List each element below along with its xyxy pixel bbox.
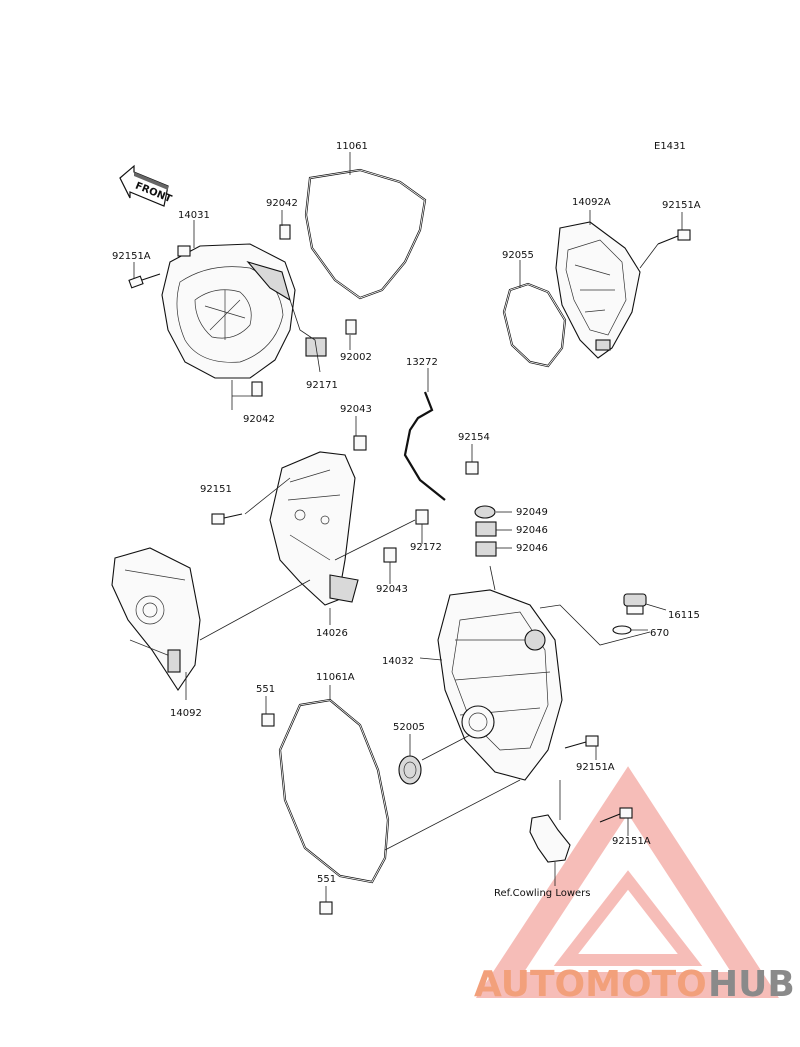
label-92055: 92055 — [502, 250, 534, 261]
label-11061A: 11061A — [316, 672, 355, 683]
watermark-text: AUTOMOTO HUB — [474, 964, 795, 1005]
watermark-brand-hub: HUB — [708, 964, 795, 1005]
label-92046-b: 92046 — [516, 543, 548, 554]
part-670-oring — [612, 625, 632, 635]
part-14032-cover — [437, 589, 563, 781]
label-92171: 92171 — [306, 380, 338, 391]
label-14092: 14092 — [170, 708, 202, 719]
label-551-top: 551 — [256, 684, 275, 695]
label-92172: 92172 — [410, 542, 442, 553]
part-13272-gasket — [403, 391, 446, 501]
label-14026: 14026 — [316, 628, 348, 639]
part-92055-gasket — [502, 282, 567, 368]
diagram-code: E1431 — [654, 141, 686, 152]
part-14026-cover — [269, 451, 359, 606]
label-551-bottom: 551 — [317, 874, 336, 885]
label-92151A-left: 92151A — [112, 251, 151, 262]
label-14092A: 14092A — [572, 197, 611, 208]
label-ref-cowling-lowers: Ref.Cowling Lowers — [494, 888, 591, 899]
label-670: 670 — [650, 628, 669, 639]
label-52005: 52005 — [393, 722, 425, 733]
label-92151A-low: 92151A — [612, 836, 651, 847]
label-92002: 92002 — [340, 352, 372, 363]
part-14092A-cover — [555, 221, 641, 359]
part-labels: 11061 14031 92042 92151A 92002 92171 920… — [112, 141, 701, 899]
label-13272: 13272 — [406, 357, 438, 368]
part-52005 — [398, 755, 422, 785]
label-92151A-mid: 92151A — [576, 762, 615, 773]
part-14031-cover — [161, 243, 296, 379]
small-hardware — [128, 224, 691, 915]
part-16115-plug — [623, 593, 647, 615]
label-14031: 14031 — [178, 210, 210, 221]
label-11061: 11061 — [336, 141, 368, 152]
label-92049: 92049 — [516, 507, 548, 518]
watermark-triangle-inner — [553, 870, 703, 966]
leader-lines — [133, 152, 683, 902]
label-92043-top: 92043 — [340, 404, 372, 415]
watermark-triangle-outer — [475, 766, 779, 998]
label-92046-a: 92046 — [516, 525, 548, 536]
part-14092-cover — [111, 547, 201, 691]
front-arrow-icon: FRONT — [119, 164, 173, 207]
label-92151: 92151 — [200, 484, 232, 495]
part-cowling-bracket — [529, 814, 571, 863]
part-11061A-gasket — [278, 698, 390, 884]
label-92042-top: 92042 — [266, 198, 298, 209]
watermark-brand-automoto: AUTOMOTO — [474, 964, 707, 1005]
label-92154: 92154 — [458, 432, 490, 443]
label-92043-bottom: 92043 — [376, 584, 408, 595]
part-11061-gasket — [304, 168, 427, 300]
label-14032: 14032 — [382, 656, 414, 667]
label-92042-bottom: 92042 — [243, 414, 275, 425]
watermark-logo — [475, 766, 779, 998]
label-92151A-topright: 92151A — [662, 200, 701, 211]
label-16115: 16115 — [668, 610, 700, 621]
